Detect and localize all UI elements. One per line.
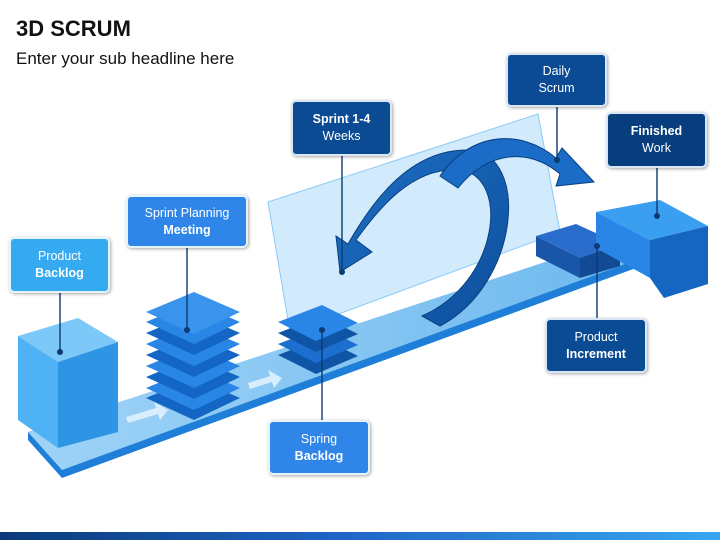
daily-scrum-arrow-icon [439,138,596,189]
spring-backlog-label: Spring Backlog [268,420,370,475]
label-line: Sprint 1-4 [312,112,371,126]
page-title: 3D SCRUM [16,16,131,41]
label-line: Increment [566,346,626,361]
flow-arrow-icon [126,402,168,423]
sprint-planning-label: Sprint Planning Meeting [126,195,248,248]
label-line: Sprint Planning [144,205,230,220]
footer-bar [0,532,720,540]
label-line: Daily [542,64,571,78]
page-subtitle: Enter your sub headline here [16,49,235,68]
label-line: Backlog [294,448,344,463]
label-line: Product [574,329,618,344]
product-increment-label: Product Increment [545,318,647,373]
label-line: Finished [630,124,683,138]
sprint-planning-stack [146,292,240,420]
connector-dots [57,157,660,355]
label-line: Spring [300,431,338,446]
sprint-weeks-label: Sprint 1-4 Weeks [291,100,392,156]
daily-scrum-label: Daily Scrum [506,53,607,107]
label-line: Backlog [35,266,84,280]
flow-arrow-icon [248,370,282,389]
label-line: Product [37,249,82,263]
product-backlog-block [18,318,118,448]
label-line: Scrum [538,81,575,95]
label-line: Weeks [322,129,361,143]
sprint-cycle-arrow-icon [335,149,510,327]
connector-lines [59,106,658,421]
finished-work-label: Finished Work [606,112,707,168]
label-line: Work [642,141,671,155]
product-backlog-label: Product Backlog [9,237,110,293]
label-line: Meeting [163,222,211,237]
finished-work-block [596,200,708,298]
sprint-backlog-stack [278,305,358,374]
